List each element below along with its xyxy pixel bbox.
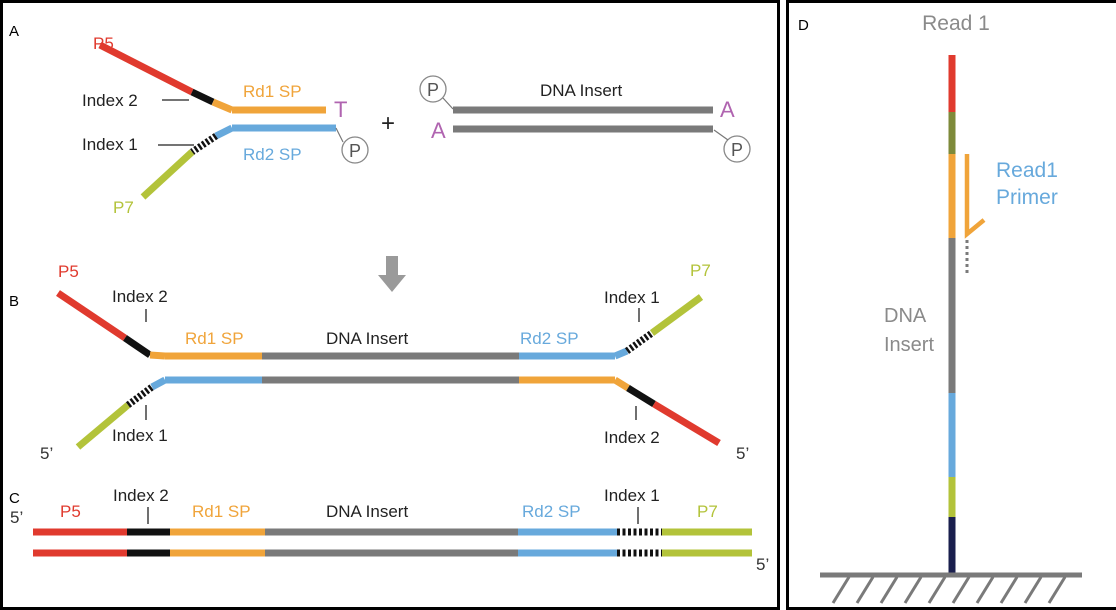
b-index1-bottom-label: Index 1 [112,426,168,445]
phosphate-insert-left-symbol: P [427,80,439,100]
d-read1-primer [964,154,986,239]
phosphate-link-adapter [335,127,344,143]
phosphate-link-insert-left [442,97,454,110]
c-insert-label: DNA Insert [326,502,408,521]
rd1sp-label: Rd1 SP [243,82,302,101]
index2-label: Index 2 [82,91,138,110]
b-top-index1 [624,330,655,354]
index1-segment [190,133,218,155]
p5-segment [98,41,194,96]
down-arrow [378,256,406,292]
b-index2-top-label: Index 2 [112,287,168,306]
read1-title: Read 1 [922,12,990,35]
b-index2-bottom-label: Index 2 [604,428,660,447]
rd1sp-curve [211,98,234,114]
d-surface-hatching [831,576,1067,604]
d-insert-label-line2: Insert [884,334,934,356]
rd2sp-curve [214,124,234,140]
index2-segment [190,88,215,106]
b-bottom-rd1sp-curve [613,377,630,391]
b-top-index2 [123,335,152,358]
insert-label: DNA Insert [540,81,622,100]
b-top-rd1sp-curve [149,351,166,360]
phosphate-adapter [341,136,369,164]
a-overhang-left: A [431,118,446,143]
panel-c-letter: C [9,490,20,507]
b-p5-label: P5 [58,262,79,281]
b-five-prime-left: 5’ [40,444,53,463]
p5-label: P5 [93,34,114,53]
b-top-p5 [56,290,127,341]
panel-c: C 5’ P5 Index 2 Rd1 SP DNA Insert Rd2 SP… [9,486,769,574]
c-p5-label: P5 [60,502,81,521]
c-index2-label: Index 2 [113,486,169,505]
p7-segment [140,149,195,200]
panel-a: A P5 P7 Index 2 Index 1 Rd1 SP Rd2 SP T … [9,23,751,292]
plus-sign: + [381,110,395,137]
a-overhang-right: A [720,97,735,122]
b-insert-label: DNA Insert [326,329,408,348]
b-five-prime-right: 5’ [736,444,749,463]
b-bottom-p7 [75,402,131,450]
phosphate-link-insert-right [713,129,729,141]
b-bottom-p5 [652,400,721,447]
phosphate-adapter-symbol: P [349,141,361,161]
c-rd1sp-label: Rd1 SP [192,502,251,521]
phosphate-insert-left [419,75,447,103]
b-index1-top-label: Index 1 [604,288,660,307]
d-primer-label-line1: Read1 [996,159,1058,182]
panel-a-letter: A [9,23,19,40]
rd2sp-label: Rd2 SP [243,145,302,164]
c-five-prime-right: 5’ [756,555,769,574]
b-p7-label: P7 [690,261,711,280]
b-bottom-index1 [125,384,155,408]
c-rd2sp-label: Rd2 SP [522,502,581,521]
panel-d: D Read 1 Read1 Primer DNA Insert [798,12,1082,604]
b-rd1sp-label: Rd1 SP [185,329,244,348]
left-panel-border [0,0,780,610]
c-p7-label: P7 [697,502,718,521]
right-panel-border [786,0,1116,610]
d-primer-label-line2: Primer [996,186,1058,209]
b-top-rd2sp-curve [613,347,629,360]
c-index1-label: Index 1 [604,486,660,505]
panel-d-letter: D [798,17,809,34]
b-top-p7 [649,294,704,336]
b-rd2sp-label: Rd2 SP [520,329,579,348]
b-bottom-index2 [626,385,656,407]
phosphate-insert-right [723,135,751,163]
phosphate-insert-right-symbol: P [731,140,743,160]
b-bottom-rd2sp-curve [150,376,167,391]
index1-label: Index 1 [82,135,138,154]
p7-label: P7 [113,198,134,217]
panel-b-letter: B [9,293,19,310]
panel-b: B P5 P7 Index 2 Index 1 Rd1 SP DNA Inser… [9,261,749,463]
c-five-prime-left: 5’ [10,508,23,527]
d-insert-label-line1: DNA [884,305,927,327]
t-overhang: T [334,97,347,122]
